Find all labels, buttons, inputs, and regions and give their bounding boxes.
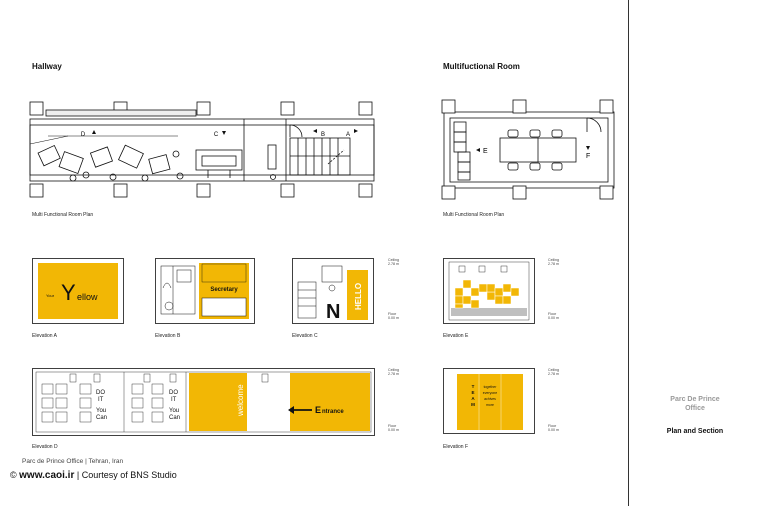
elevation-c: N HELLO [292, 258, 374, 324]
elevation-b: Secretary [155, 258, 255, 324]
multi-room-heading: Multifuctional Room [443, 62, 520, 71]
elev-a-ellow: ellow [77, 292, 98, 302]
hallway-plan: D C B A [29, 101, 375, 198]
elev-a-your: Your [46, 293, 55, 298]
copyright-icon: © [10, 470, 17, 480]
elev-f-e: E [471, 390, 474, 395]
credit-site-link[interactable]: www.caoi.ir [19, 470, 75, 481]
elevation-d: DO IT You Can DO IT You Can welcome E nt… [32, 368, 375, 436]
sidebar-divider [628, 0, 629, 506]
elev-d-entrance-e: E [315, 405, 321, 415]
marker-b: B [321, 132, 325, 138]
elev-f-a: A [471, 396, 475, 401]
elev-f-t: T [472, 384, 475, 389]
elev-b-caption: Elevation B [155, 333, 181, 339]
elev-d-sign-2a: DO [169, 390, 178, 396]
elev-f-line2: everyone [483, 391, 497, 395]
elev-f-caption: Elevation F [443, 444, 469, 450]
elev-d-sign-1b: IT [98, 397, 104, 403]
elev-d-sign-2b: IT [171, 397, 177, 403]
elev-d-welcome: welcome [236, 384, 245, 417]
elev-d-sign-2c: You [169, 408, 179, 414]
elev-d-sign-1d: Can [96, 415, 107, 421]
elev-d-sign-2d: Can [169, 415, 180, 421]
sidebar-subtitle: Plan and Section [666, 428, 724, 435]
elev-a-caption: Elevation A [32, 333, 58, 339]
elev-d-sign-1c: You [96, 408, 106, 414]
elev-f-line4: more [486, 403, 494, 407]
elev-d-caption: Elevation D [32, 444, 58, 450]
credit-location: Parc de Prince Office | Tehran, Iran [22, 458, 124, 465]
elev-b-secretary: Secretary [210, 287, 238, 293]
elev-f-line3: achives [484, 397, 496, 401]
sidebar-title: Parc De Prince Office [670, 396, 720, 412]
elev-f-m: M [471, 402, 475, 407]
elev-e-caption: Elevation E [443, 333, 469, 339]
credit-line: © www.caoi.ir | Courtesy of BNS Studio [10, 470, 177, 481]
hallway-heading: Hallway [32, 62, 62, 71]
marker-a: A [346, 132, 350, 138]
elev-d-entrance-rest: ntrance [322, 409, 344, 415]
elevation-a: Your Y ellow [32, 258, 124, 324]
credit-courtesy: | Courtesy of BNS Studio [76, 470, 177, 480]
elev-f-line1: together [484, 385, 498, 389]
marker-e: E [483, 148, 488, 155]
marker-f: F [586, 153, 590, 160]
elev-c-caption: Elevation C [292, 333, 318, 339]
elev-c-hello: HELLO [354, 283, 363, 310]
elevation-f: T E A M together everyone achives more [443, 368, 535, 434]
multi-room-plan: E F [441, 99, 615, 200]
elevation-e [443, 258, 535, 324]
plan-caption-left: Multi Functional Room Plan [32, 212, 94, 218]
marker-d: D [81, 132, 86, 138]
elev-c-n: N [326, 301, 340, 323]
elev-a-big-y: Y [61, 280, 76, 305]
elev-d-sign-1a: DO [96, 390, 105, 396]
marker-c: C [214, 132, 219, 138]
plan-caption-right: Multi Functional Room Plan [443, 212, 505, 218]
